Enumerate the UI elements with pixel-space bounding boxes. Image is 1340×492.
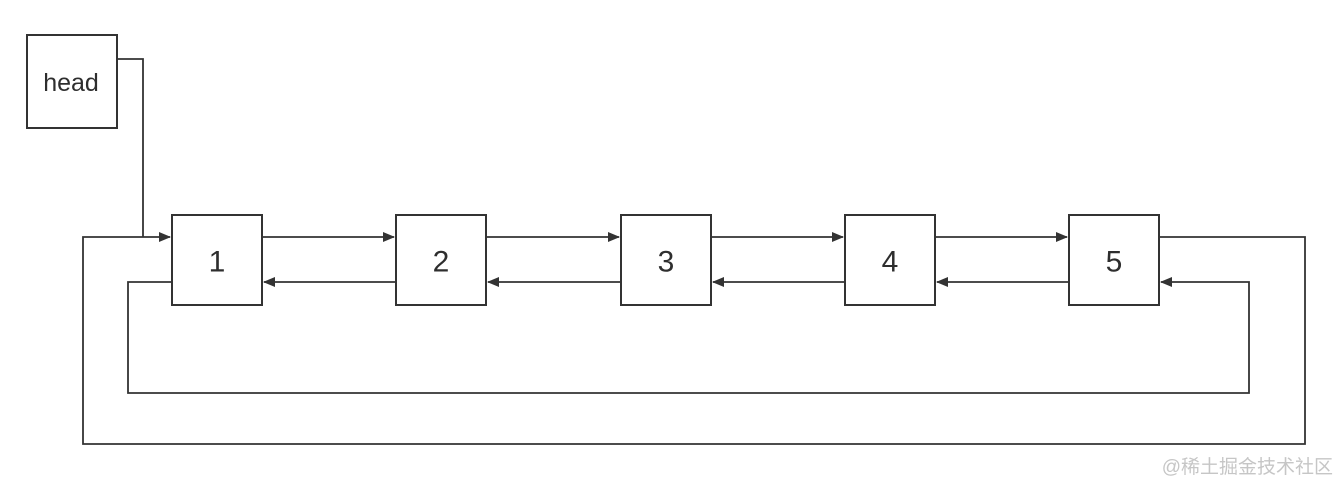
node-label: 3 bbox=[658, 246, 675, 279]
head-pointer-line bbox=[117, 58, 144, 237]
node-box bbox=[844, 214, 936, 306]
next-arrow-5-to-1 bbox=[82, 232, 1306, 445]
node-label: 5 bbox=[1106, 246, 1123, 279]
node-box bbox=[171, 214, 263, 306]
node-1: 1 bbox=[171, 214, 263, 306]
node-4: 4 bbox=[844, 214, 936, 306]
head-box bbox=[26, 34, 118, 129]
node-box bbox=[1068, 214, 1160, 306]
watermark-text: @稀土掘金技术社区 bbox=[1162, 456, 1333, 478]
node-box bbox=[620, 214, 712, 306]
node-3: 3 bbox=[620, 214, 712, 306]
node-label: 4 bbox=[882, 246, 899, 279]
node-label: 2 bbox=[433, 246, 450, 279]
node-label: 1 bbox=[209, 246, 226, 279]
node-box bbox=[395, 214, 487, 306]
head-box-label: head bbox=[43, 69, 99, 97]
prev-arrow-1-to-5 bbox=[127, 277, 1250, 394]
node-2: 2 bbox=[395, 214, 487, 306]
node-5: 5 bbox=[1068, 214, 1160, 306]
